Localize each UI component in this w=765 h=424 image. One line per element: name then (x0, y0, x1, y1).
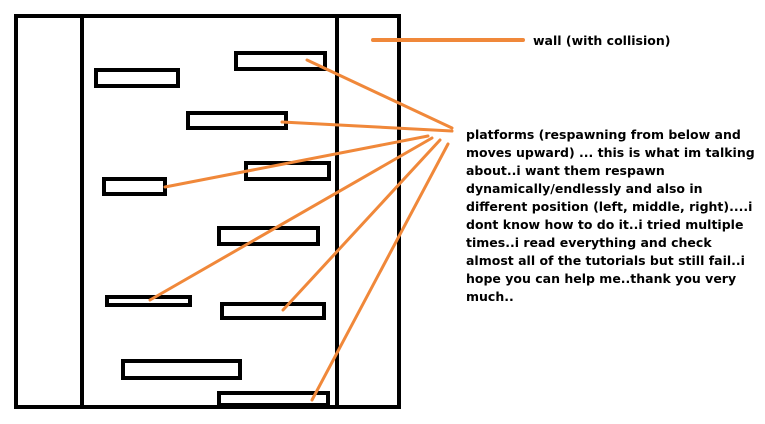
platform (234, 51, 327, 71)
pointer-line (148, 136, 434, 302)
platform (121, 359, 242, 380)
platform (102, 177, 167, 196)
platform (105, 295, 192, 307)
platforms (94, 51, 331, 407)
platform (217, 391, 330, 407)
pointer-line (163, 134, 430, 189)
pointer-line (310, 142, 450, 402)
platform (220, 302, 326, 320)
platform (244, 161, 331, 181)
platform (186, 111, 288, 130)
pointer-line (281, 138, 442, 312)
pointer-line (305, 58, 454, 130)
wall-label: wall (with collision) (533, 33, 671, 48)
pointer-line (280, 120, 454, 133)
platform (94, 68, 180, 88)
platforms-label: platforms (respawning from below and mov… (466, 127, 755, 304)
platform (217, 226, 320, 246)
game-frame (14, 14, 401, 409)
platform-pointer-lines (148, 58, 454, 402)
